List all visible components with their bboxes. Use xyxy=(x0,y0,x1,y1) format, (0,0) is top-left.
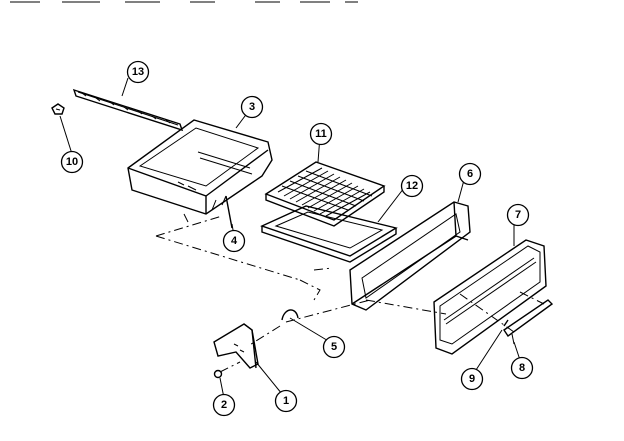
callout-8: 8 xyxy=(510,356,534,380)
callout-4: 4 xyxy=(222,229,246,253)
part-3-drawer-body xyxy=(127,119,273,215)
svg-text:4: 4 xyxy=(231,235,238,247)
part-11-grid xyxy=(264,161,386,227)
svg-text:13: 13 xyxy=(132,66,144,78)
svg-text:6: 6 xyxy=(467,168,473,180)
callout-3: 3 xyxy=(240,95,264,119)
svg-text:7: 7 xyxy=(515,209,521,221)
svg-text:2: 2 xyxy=(221,399,227,411)
callout-9: 9 xyxy=(460,367,484,391)
svg-text:1: 1 xyxy=(283,395,289,407)
callout-10: 10 xyxy=(60,150,84,174)
svg-text:10: 10 xyxy=(66,156,78,168)
part-6-front-panel xyxy=(349,201,471,311)
part-5-wire xyxy=(281,309,299,321)
part-8-trim-strip xyxy=(503,299,554,345)
svg-text:5: 5 xyxy=(331,341,337,353)
callout-12: 12 xyxy=(400,174,424,198)
part-10-clip xyxy=(51,103,65,115)
part-12-pan xyxy=(260,205,398,263)
part-13-rail xyxy=(72,88,184,132)
callout-6: 6 xyxy=(458,162,482,186)
part-2-screw xyxy=(213,369,223,379)
callout-2: 2 xyxy=(212,393,236,417)
svg-text:9: 9 xyxy=(469,373,475,385)
callout-11: 11 xyxy=(309,122,333,146)
part-7-outer-panel xyxy=(433,239,547,355)
svg-text:8: 8 xyxy=(519,362,525,374)
assembly-lines xyxy=(155,213,545,373)
part-9-pin xyxy=(503,319,509,327)
part-1-bracket xyxy=(213,323,259,369)
callout-7: 7 xyxy=(506,203,530,227)
svg-text:3: 3 xyxy=(249,101,255,113)
svg-text:12: 12 xyxy=(406,180,418,192)
callout-13: 13 xyxy=(126,60,150,84)
callout-1: 1 xyxy=(274,389,298,413)
part-4-rod xyxy=(225,195,233,229)
callout-5: 5 xyxy=(322,335,346,359)
svg-text:11: 11 xyxy=(315,128,327,140)
